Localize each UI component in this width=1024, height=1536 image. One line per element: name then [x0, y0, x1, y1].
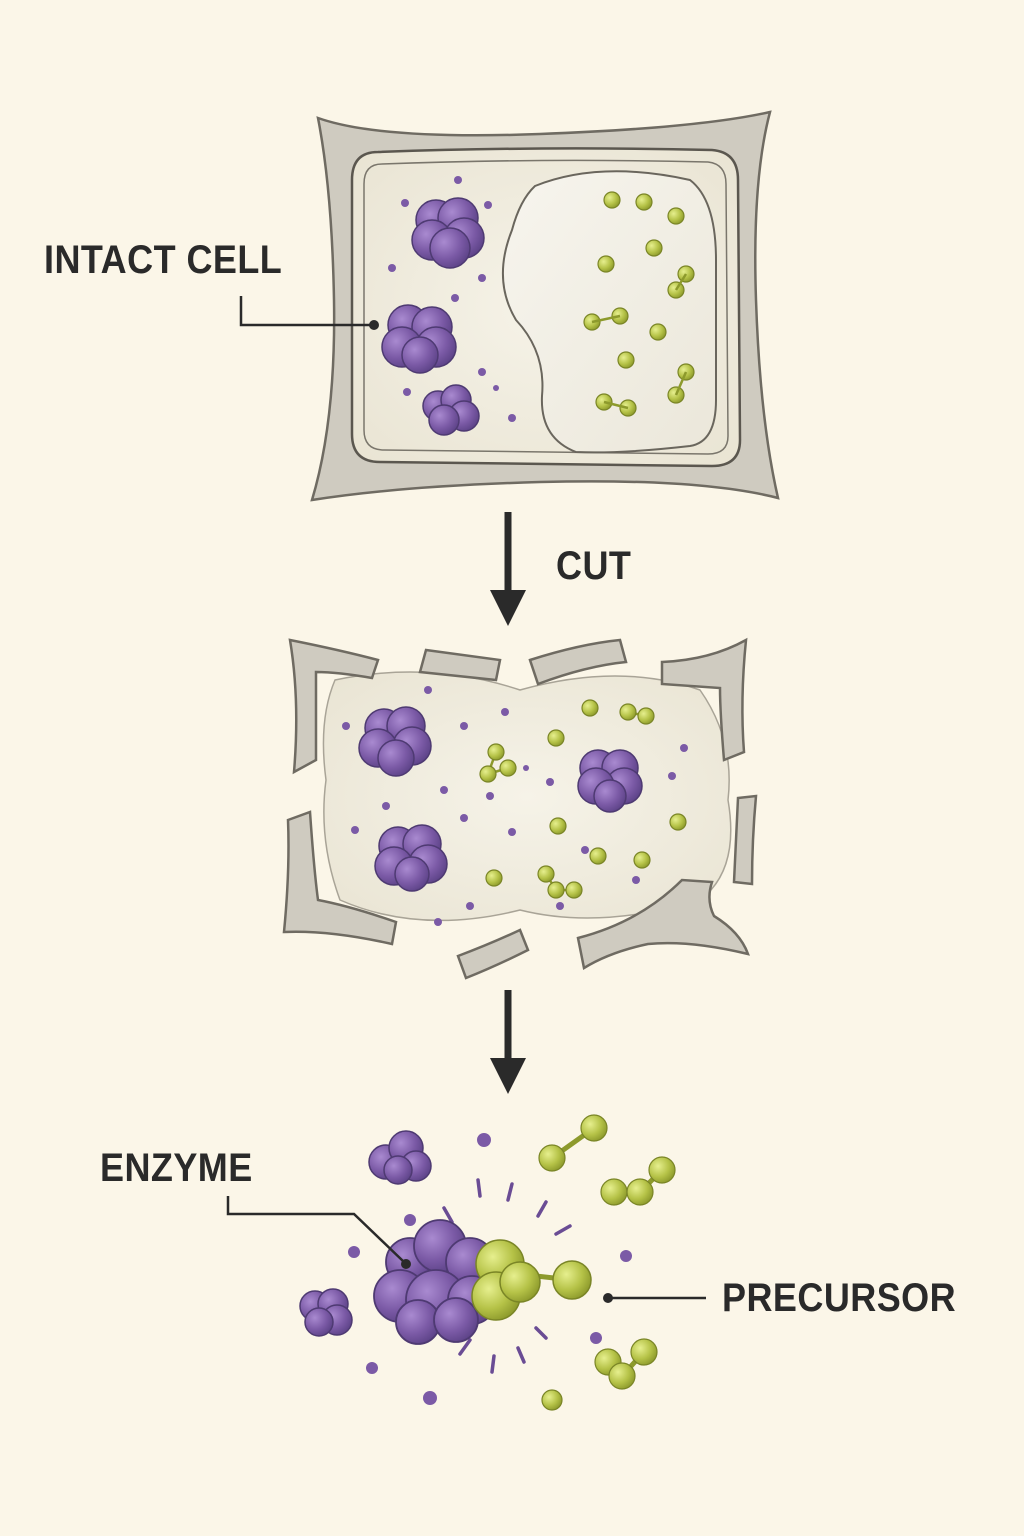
wall-fragment-top-center-right: [528, 638, 628, 686]
free-precursors: [538, 1114, 676, 1411]
precursor-label: PRECURSOR: [722, 1276, 957, 1320]
wall-fragment-top-center-left: [418, 648, 502, 682]
broken-cell: [282, 637, 758, 980]
enzyme-cluster: [381, 197, 485, 436]
intact-cell-leader-dot: [369, 320, 379, 330]
enzyme-label: ENZYME: [100, 1146, 253, 1190]
intact-cell: [310, 110, 780, 502]
wall-fragment-right: [732, 794, 758, 886]
intact-cell-leader: [239, 296, 372, 327]
enzyme-leader: [226, 1196, 405, 1263]
enzyme-dots: [388, 176, 516, 422]
wall-fragment-bottom-center: [456, 928, 530, 980]
wall-fragment-top-right: [660, 637, 748, 762]
precursor-cluster-mixed: [479, 699, 687, 899]
free-enzyme-blobs: [299, 1130, 432, 1337]
enzyme-dots-free: [348, 1133, 632, 1405]
enzyme-cluster-mixed: [358, 706, 643, 892]
wall-fragment-bottom-right: [576, 878, 750, 971]
precursor-bonds: [591, 273, 688, 410]
reaction-scene: [299, 1114, 676, 1411]
wall-fragment-top-left: [288, 638, 380, 775]
vacuole: [502, 170, 717, 454]
down-arrow: [490, 990, 526, 1094]
wall-fragment-bottom-left: [282, 810, 398, 946]
enzyme-leader-dot: [401, 1259, 411, 1269]
cut-arrow: [490, 512, 526, 626]
cut-label: CUT: [556, 544, 632, 588]
wall-fragments: [282, 637, 758, 980]
precursor-leader-dot: [603, 1293, 613, 1303]
cell-inner-line: [363, 159, 729, 455]
reaction-burst: [442, 1178, 572, 1374]
free-precursor-bonds: [497, 1125, 665, 1379]
bound-precursor: [471, 1239, 592, 1321]
intact-cell-label: INTACT CELL: [44, 238, 283, 282]
enzyme-dots-mixed: [342, 686, 688, 926]
